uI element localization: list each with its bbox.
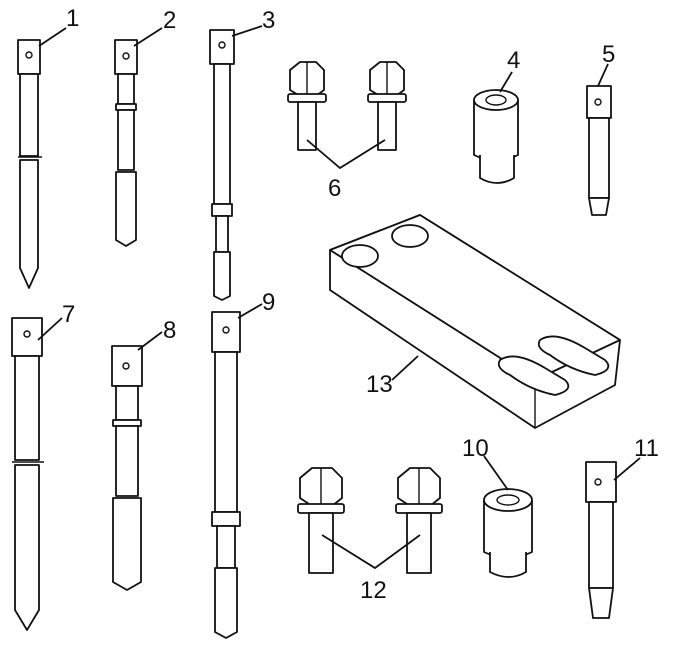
driver-pin-large [585, 461, 617, 619]
driver-pin-small [586, 85, 612, 216]
drill-bit-small [17, 39, 42, 289]
callout-labels: 1 2 3 4 5 6 7 8 9 10 11 12 13 [62, 5, 659, 604]
callout-9: 9 [262, 289, 275, 316]
tap-large [111, 345, 143, 591]
long-tap-small [209, 29, 235, 301]
callout-12: 12 [360, 577, 387, 604]
bushing-small [473, 89, 519, 184]
callout-3: 3 [262, 7, 275, 34]
tap-small [114, 39, 138, 247]
drill-bit-large [11, 317, 44, 631]
callout-8: 8 [163, 317, 176, 344]
bushing-large [483, 488, 533, 578]
long-tap-large [211, 311, 241, 639]
bolt-pair-large [297, 467, 443, 574]
callout-5: 5 [602, 41, 615, 68]
callout-2: 2 [163, 7, 176, 34]
callout-6: 6 [328, 175, 341, 202]
leader-lines [37, 25, 641, 570]
callout-4: 4 [507, 47, 520, 74]
guide-plate [329, 214, 621, 429]
callout-7: 7 [62, 301, 75, 328]
callout-13: 13 [366, 371, 393, 398]
callout-11: 11 [634, 435, 659, 462]
callout-10: 10 [462, 435, 489, 462]
callout-1: 1 [66, 5, 79, 32]
bolt-pair-small [287, 61, 407, 151]
